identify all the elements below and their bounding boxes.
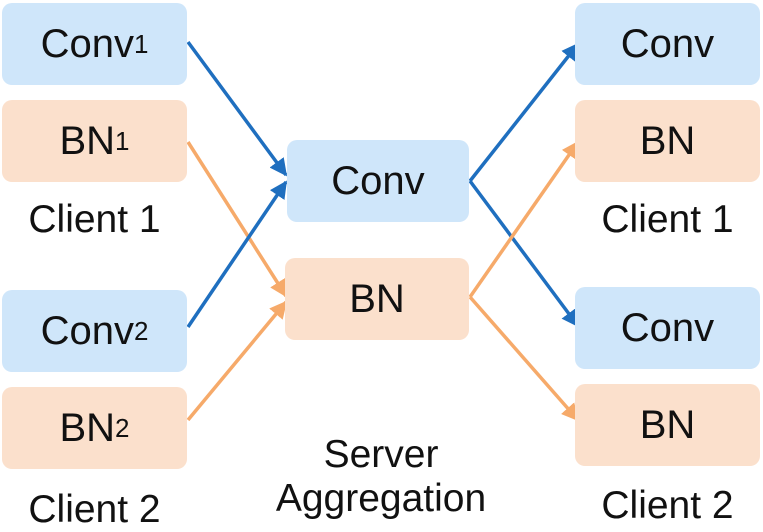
right-client1-bn-box: BN [575, 100, 760, 182]
arrow-server-bn-to-client1-bn [468, 140, 580, 299]
arrow-conv2-to-server-conv [186, 180, 288, 328]
arrow-bn2-to-server-bn [186, 300, 288, 422]
client1-bn-label: BN [59, 119, 116, 163]
server-caption-line2: Aggregation [275, 477, 487, 520]
client1-conv-label: Conv [40, 22, 134, 66]
arrow-server-bn-to-client2-bn [468, 295, 580, 422]
right-client1-conv-label: Conv [620, 22, 715, 66]
arrow-conv1-to-server-conv [186, 40, 288, 177]
server-caption-line1: Server [323, 433, 439, 476]
arrow-server-conv-to-client1-conv [468, 42, 580, 183]
client1-caption-right: Client 1 [601, 198, 734, 241]
right-client2-conv-label: Conv [620, 306, 715, 350]
server-conv-label: Conv [331, 159, 425, 203]
server-conv-box: Conv [287, 140, 469, 222]
server-bn-box: BN [285, 258, 469, 340]
right-client2-bn-label: BN [639, 403, 696, 447]
client2-caption-right: Client 2 [601, 484, 734, 527]
client2-bn-label: BN [59, 406, 116, 450]
arrow-server-conv-to-client2-conv [468, 179, 580, 328]
client2-conv-label: Conv [40, 309, 134, 353]
right-client2-conv-box: Conv [575, 287, 760, 369]
right-client1-bn-label: BN [639, 119, 696, 163]
server-bn-label: BN [349, 277, 405, 321]
server-aggregation-caption: Server Aggregation [250, 433, 512, 521]
client1-caption-left: Client 1 [28, 198, 161, 241]
right-client1-conv-box: Conv [575, 3, 760, 85]
right-client2-bn-box: BN [575, 384, 760, 466]
client2-caption-left: Client 2 [28, 488, 161, 531]
arrow-bn1-to-server-bn [186, 141, 288, 298]
